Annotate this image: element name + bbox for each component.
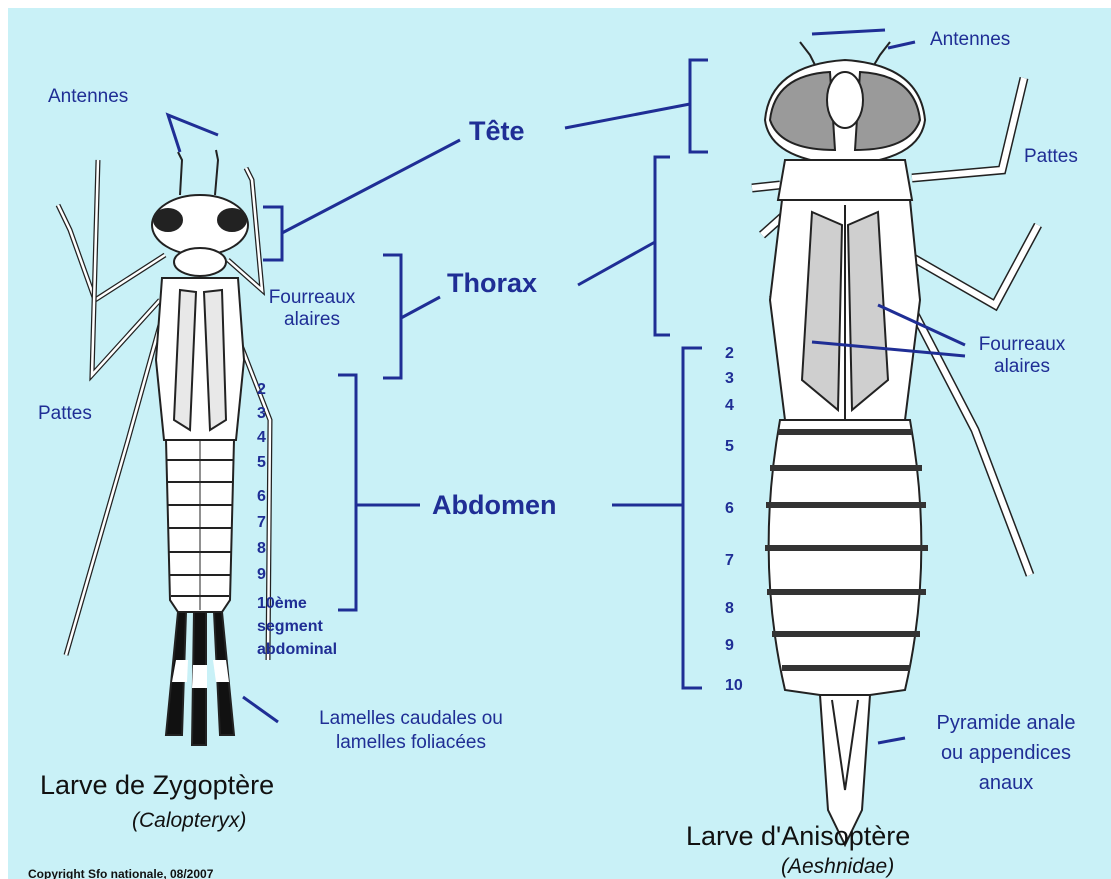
left-segment-5: 5 bbox=[257, 453, 266, 472]
left-wing-sheaths-line-2: alaires bbox=[250, 309, 374, 331]
anal-pyramid-line-2: ou appendices bbox=[908, 738, 1104, 768]
left-segment-4: 4 bbox=[257, 428, 266, 447]
right-segment-10: 10 bbox=[725, 676, 743, 695]
right-segment-9: 9 bbox=[725, 636, 734, 655]
head-connector-right bbox=[565, 104, 690, 128]
left-segment-7: 7 bbox=[257, 513, 266, 532]
left-abdomen-bracket bbox=[338, 375, 356, 610]
head-connector-left bbox=[282, 140, 460, 233]
anal-pyramid-line-3: anaux bbox=[908, 768, 1104, 798]
right-segment-4: 4 bbox=[725, 396, 734, 415]
right-head-bracket bbox=[690, 60, 708, 152]
thorax-connector-left bbox=[401, 297, 440, 318]
right-antennae-label: Antennes bbox=[930, 29, 1010, 51]
left-legs-label: Pattes bbox=[38, 403, 92, 425]
left-wing-sheaths-label: Fourreaux alaires bbox=[250, 287, 374, 331]
left-wing-sheaths-line-1: Fourreaux bbox=[250, 287, 374, 309]
thorax-connector-right bbox=[578, 242, 655, 285]
zygoptera-larva-illustration bbox=[58, 150, 270, 745]
left-segment-6: 6 bbox=[257, 487, 266, 506]
left-antennae-pointer bbox=[168, 115, 218, 152]
caudal-lamellae-line-2: lamelles foliacées bbox=[286, 731, 536, 755]
right-legs-label: Pattes bbox=[1024, 146, 1078, 168]
left-antennae-label: Antennes bbox=[48, 86, 128, 108]
left-tenth-line-1: 10ème bbox=[257, 592, 337, 615]
left-segment-8: 8 bbox=[257, 539, 266, 558]
left-tenth-segment-label: 10ème segment abdominal bbox=[257, 592, 337, 661]
caudal-lamellae-line-1: Lamelles caudales ou bbox=[286, 707, 536, 731]
caudal-lamellae-pointer bbox=[243, 697, 278, 722]
caudal-lamellae-label: Lamelles caudales ou lamelles foliacées bbox=[286, 707, 536, 755]
right-antennae-pointer-1 bbox=[812, 30, 885, 34]
right-segment-7: 7 bbox=[725, 551, 734, 570]
right-wing-sheaths-line-2: alaires bbox=[960, 356, 1084, 378]
right-segment-2: 2 bbox=[725, 344, 734, 363]
left-segment-9: 9 bbox=[257, 565, 266, 584]
right-thorax-bracket bbox=[655, 157, 670, 335]
left-segment-2: 2 bbox=[257, 380, 266, 399]
right-antennae-pointer-2 bbox=[888, 42, 915, 48]
thorax-label: Thorax bbox=[447, 268, 537, 298]
anisoptera-title: Larve d'Anisoptère bbox=[686, 821, 910, 851]
left-segment-3: 3 bbox=[257, 404, 266, 423]
left-head-bracket bbox=[263, 207, 282, 260]
right-segment-3: 3 bbox=[725, 369, 734, 388]
right-segment-5: 5 bbox=[725, 437, 734, 456]
anal-pyramid-line-1: Pyramide anale bbox=[908, 708, 1104, 738]
right-segment-6: 6 bbox=[725, 499, 734, 518]
left-tenth-line-3: abdominal bbox=[257, 638, 337, 661]
zygoptera-scientific-name: (Calopteryx) bbox=[132, 809, 246, 833]
zygoptera-title: Larve de Zygoptère bbox=[40, 770, 274, 800]
right-abdomen-bracket bbox=[683, 348, 702, 688]
anal-pyramid-pointer bbox=[878, 738, 905, 743]
copyright-notice: Copyright Sfo nationale, 08/2007 bbox=[28, 867, 213, 879]
left-thorax-bracket bbox=[383, 255, 401, 378]
right-wing-sheaths-label: Fourreaux alaires bbox=[960, 334, 1084, 378]
anal-pyramid-label: Pyramide anale ou appendices anaux bbox=[908, 708, 1104, 798]
head-label: Tête bbox=[469, 116, 525, 146]
anisoptera-scientific-name: (Aeshnidae) bbox=[781, 855, 894, 879]
right-segment-8: 8 bbox=[725, 599, 734, 618]
left-tenth-line-2: segment bbox=[257, 615, 337, 638]
abdomen-label: Abdomen bbox=[432, 490, 557, 520]
right-wing-sheaths-line-1: Fourreaux bbox=[960, 334, 1084, 356]
